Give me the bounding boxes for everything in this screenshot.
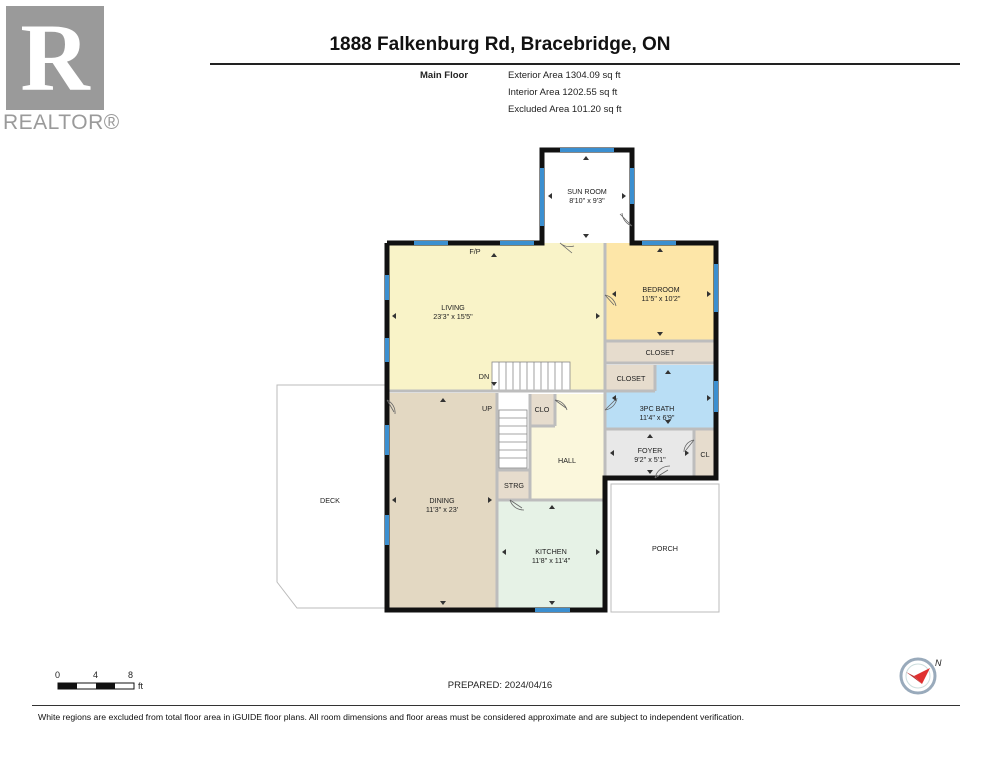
interior-area: Interior Area 1202.55 sq ft	[508, 87, 618, 98]
fireplace-label: F/P	[469, 247, 481, 256]
hall-label: HALL	[558, 456, 576, 465]
porch-outline	[610, 483, 720, 613]
sun-room-name: SUN ROOM	[567, 187, 607, 196]
stairs-up	[498, 409, 528, 469]
scale-label-4: 4	[93, 670, 99, 680]
living-room-label: LIVING 23'3" x 15'5"	[418, 303, 488, 321]
stairs-up-label: UP	[482, 404, 492, 413]
stairs-down	[491, 361, 571, 391]
sun-room-dims: 8'10" x 9'3"	[569, 196, 605, 205]
foyer-closet-label: CL	[700, 450, 710, 459]
foyer-closet-area	[694, 430, 716, 478]
realtor-logo: R REALTOR®	[3, 4, 119, 138]
scale-label-8: 8	[128, 670, 134, 680]
living-room-dims: 23'3" x 15'5"	[433, 312, 473, 321]
kitchen-name: KITCHEN	[535, 547, 567, 556]
dining-name: DINING	[429, 496, 455, 505]
bath-closet-overlay	[605, 365, 655, 391]
sun-room-label: SUN ROOM 8'10" x 9'3"	[555, 187, 619, 205]
dining-dims: 11'3" x 23'	[425, 505, 459, 514]
realtor-logo-badge	[6, 6, 104, 110]
scale-label-0: 0	[55, 670, 61, 680]
storage-area	[497, 470, 530, 500]
realtor-logo-letter: R	[20, 4, 90, 111]
deck-label: DECK	[320, 496, 340, 505]
porch-label: PORCH	[652, 544, 678, 553]
bedroom-closet-label: CLOSET	[645, 348, 675, 357]
windows	[385, 148, 718, 612]
prepared-date: PREPARED: 2024/04/16	[447, 680, 553, 691]
page-title: 1888 Falkenburg Rd, Bracebridge, ON	[329, 34, 671, 55]
exterior-area: Exterior Area 1304.09 sq ft	[508, 70, 621, 81]
excluded-area: Excluded Area 101.20 sq ft	[508, 104, 622, 115]
interior-walls	[387, 243, 716, 610]
clo-label: CLO	[534, 405, 550, 414]
bedroom-closet-area	[605, 341, 716, 363]
footer-disclaimer: White regions are excluded from total fl…	[38, 712, 744, 722]
dimension-arrows	[392, 156, 711, 605]
stairs-down-label: DN	[478, 372, 490, 381]
kitchen-dims: 11'8" x 11'4"	[531, 556, 571, 565]
sun-room-area	[542, 150, 632, 242]
compass-icon	[899, 657, 937, 695]
bath-dims: 11'4" x 6'9"	[639, 413, 675, 422]
kitchen-label: KITCHEN 11'8" x 11'4"	[516, 547, 586, 565]
kitchen-area	[497, 500, 605, 610]
scale-bar	[57, 682, 135, 690]
floor-name: Main Floor	[420, 70, 469, 81]
foyer-label: FOYER 9'2" x 5'1"	[620, 446, 680, 464]
dining-label: DINING 11'3" x 23'	[407, 496, 477, 514]
bath-name: 3PC BATH	[639, 404, 675, 413]
dining-area	[387, 393, 497, 610]
bath-closet-label: CLOSET	[616, 374, 646, 383]
footer-divider	[32, 705, 960, 706]
bedroom-dims: 11'5" x 10'2"	[641, 294, 681, 303]
bedroom-name: BEDROOM	[642, 285, 680, 294]
living-room-name: LIVING	[441, 303, 465, 312]
bedroom-area	[605, 243, 716, 341]
foyer-dims: 9'2" x 5'1"	[634, 455, 666, 464]
storage-label: STRG	[504, 481, 524, 490]
clo-area	[530, 394, 555, 426]
title-divider	[210, 63, 960, 65]
bath-label: 3PC BATH 11'4" x 6'9"	[622, 404, 692, 422]
compass-north-label: N	[935, 658, 942, 668]
realtor-logo-text: REALTOR®	[3, 111, 120, 134]
bedroom-label: BEDROOM 11'5" x 10'2"	[626, 285, 696, 303]
doors	[386, 212, 695, 511]
scale-unit: ft	[138, 681, 144, 691]
foyer-name: FOYER	[637, 446, 663, 455]
